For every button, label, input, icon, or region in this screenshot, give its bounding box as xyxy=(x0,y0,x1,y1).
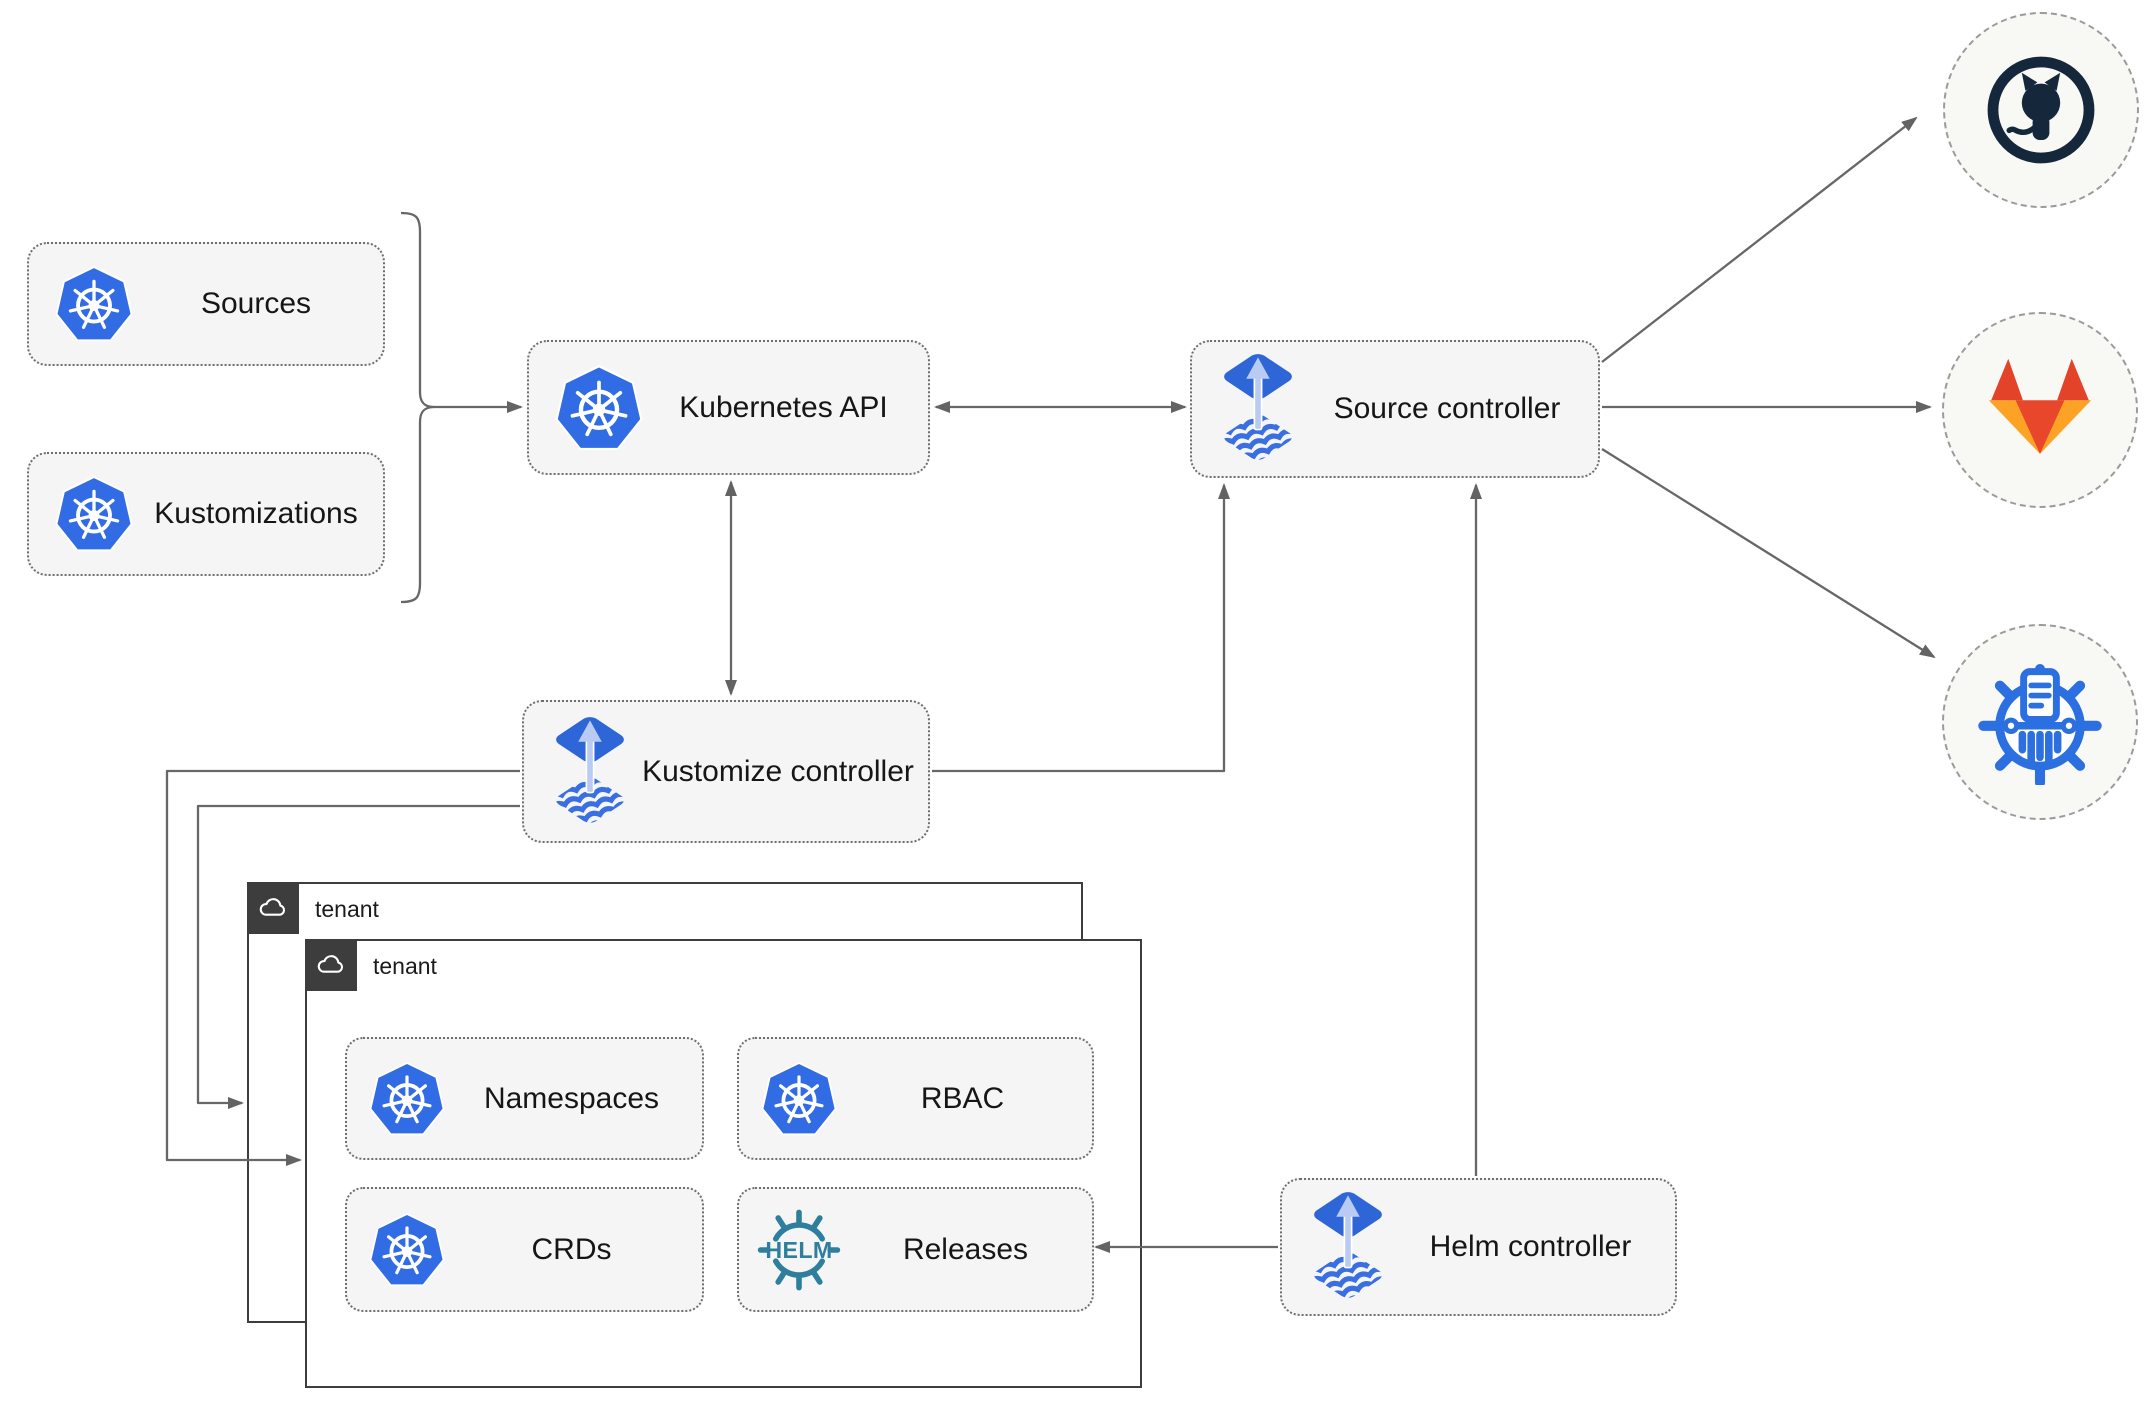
kubernetes-icon xyxy=(369,1212,445,1288)
brace-sources-group xyxy=(400,211,436,604)
node-label: Kustomizations xyxy=(154,497,358,530)
bucket-storage-icon xyxy=(1977,659,2103,785)
tenant-label: tenant xyxy=(315,895,379,922)
tenant-label: tenant xyxy=(373,952,437,979)
node-crds: CRDs xyxy=(345,1187,704,1312)
edge-source-to-github xyxy=(1601,116,1918,363)
node-label: Sources xyxy=(200,287,312,320)
cloud-icon xyxy=(257,897,289,919)
node-label: Source controller xyxy=(1333,392,1561,425)
helm-icon xyxy=(755,1206,843,1294)
github-icon xyxy=(1981,50,2101,170)
edge-kustomize-to-source-controller xyxy=(932,483,1230,773)
flux-icon xyxy=(1216,348,1300,470)
node-source-controller: Source controller xyxy=(1190,340,1600,478)
node-label: Kubernetes API xyxy=(679,390,888,424)
kubernetes-icon xyxy=(369,1061,445,1137)
kubernetes-icon xyxy=(55,475,133,553)
edge-source-to-bucket xyxy=(1601,448,1936,659)
node-rbac: RBAC xyxy=(737,1037,1094,1160)
node-namespaces: Namespaces xyxy=(345,1037,704,1160)
endpoint-bucket xyxy=(1942,624,2138,820)
gitlab-icon xyxy=(1979,349,2101,471)
cloud-icon xyxy=(315,954,347,976)
node-label: Releases xyxy=(902,1232,1029,1266)
node-releases: Releases xyxy=(737,1187,1094,1312)
node-kubernetes-api: Kubernetes API xyxy=(527,340,930,475)
flux-icon xyxy=(548,711,632,833)
flux-icon xyxy=(1306,1186,1390,1308)
kubernetes-icon xyxy=(761,1061,837,1137)
node-label: Kustomize controller xyxy=(642,754,914,788)
node-kustomizations: Kustomizations xyxy=(27,452,385,576)
node-label: CRDs xyxy=(531,1232,612,1266)
node-helm-controller: Helm controller xyxy=(1280,1178,1677,1316)
node-label: RBAC xyxy=(920,1081,1005,1115)
tenant-group-front: tenant Namespaces RBAC CRDs Releases xyxy=(304,938,1142,1388)
cloud-badge xyxy=(304,938,357,991)
kubernetes-icon xyxy=(555,364,643,452)
endpoint-github xyxy=(1943,12,2139,208)
node-label: Namespaces xyxy=(483,1081,660,1115)
node-kustomize-controller: Kustomize controller xyxy=(522,700,930,843)
endpoint-gitlab xyxy=(1942,312,2138,508)
cloud-badge xyxy=(246,881,299,934)
node-label: Helm controller xyxy=(1429,1230,1632,1263)
kubernetes-icon xyxy=(55,265,133,343)
node-sources: Sources xyxy=(27,242,385,366)
